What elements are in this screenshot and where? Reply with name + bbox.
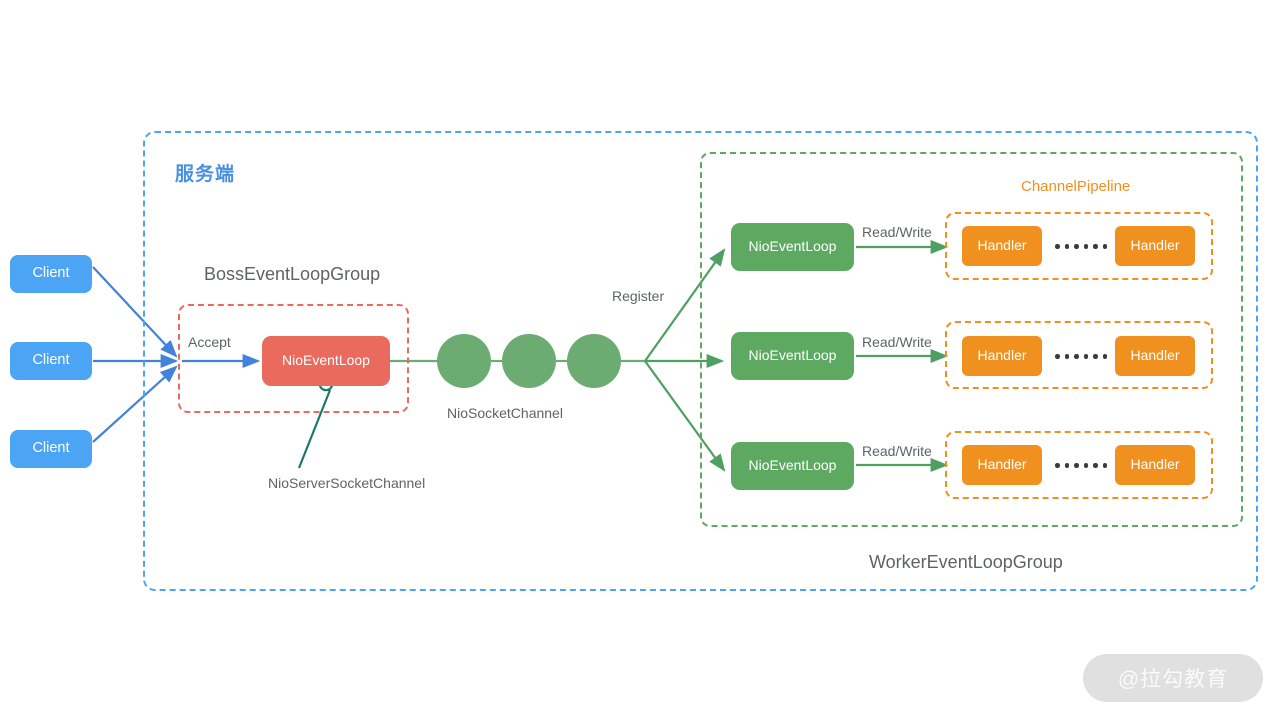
nio-server-socket-channel-label: NioServerSocketChannel (268, 475, 426, 491)
handler-box-2a[interactable]: Handler (962, 336, 1042, 376)
handler-box-3b[interactable]: Handler (1115, 445, 1195, 485)
handler-ellipsis-1 (1055, 244, 1107, 249)
read-write-label-3: Read/Write (862, 443, 932, 459)
client-box-3[interactable]: Client (10, 430, 92, 468)
worker-nio-event-loop-1[interactable]: NioEventLoop (731, 223, 854, 271)
channel-pipeline-label: ChannelPipeline (1021, 178, 1131, 195)
handler-box-1a[interactable]: Handler (962, 226, 1042, 266)
handler-box-2b[interactable]: Handler (1115, 336, 1195, 376)
handler-ellipsis-2 (1055, 354, 1107, 359)
worker-nio-event-loop-3[interactable]: NioEventLoop (731, 442, 854, 490)
read-write-label-1: Read/Write (862, 224, 932, 240)
read-write-label-2: Read/Write (862, 334, 932, 350)
worker-nio-event-loop-2[interactable]: NioEventLoop (731, 332, 854, 380)
client-box-1[interactable]: Client (10, 255, 92, 293)
server-title-label: 服务端 (175, 164, 236, 185)
server-boundary-box (143, 131, 1258, 591)
channel-pipeline-box-3 (945, 431, 1213, 499)
worker-event-loop-group-label: WorkerEventLoopGroup (869, 552, 1063, 572)
channel-pipeline-box-1 (945, 212, 1213, 280)
nio-socket-channel-label: NioSocketChannel (447, 405, 563, 421)
handler-ellipsis-3 (1055, 463, 1107, 468)
nio-socket-channel-circle-3[interactable] (567, 334, 621, 388)
worker-event-loop-group-box (700, 152, 1243, 527)
boss-nio-event-loop[interactable]: NioEventLoop (262, 336, 390, 386)
accept-label: Accept (188, 334, 231, 350)
handler-box-3a[interactable]: Handler (962, 445, 1042, 485)
boss-event-loop-group-label: BossEventLoopGroup (204, 264, 381, 284)
nio-socket-channel-circle-2[interactable] (502, 334, 556, 388)
client-box-2[interactable]: Client (10, 342, 92, 380)
watermark-badge: @拉勾教育 (1083, 654, 1263, 702)
channel-pipeline-box-2 (945, 321, 1213, 389)
boss-event-loop-group-box (178, 304, 409, 413)
handler-box-1b[interactable]: Handler (1115, 226, 1195, 266)
nio-socket-channel-circle-1[interactable] (437, 334, 491, 388)
register-label: Register (612, 288, 665, 304)
